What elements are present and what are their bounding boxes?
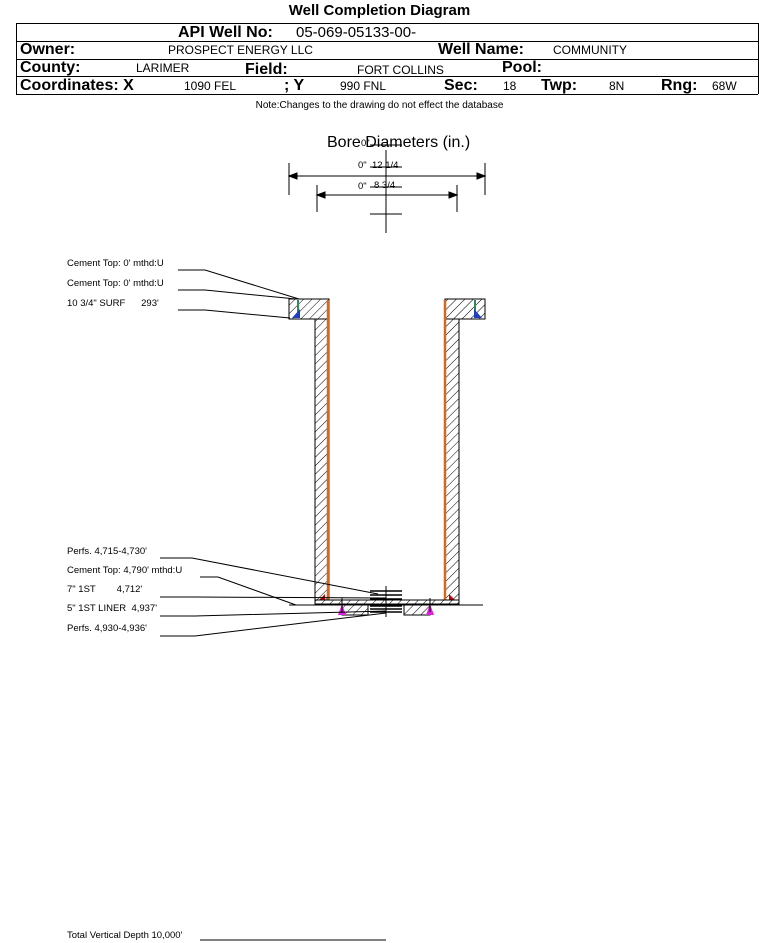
casing-strings: [292, 300, 482, 601]
diagram-title: Well Completion Diagram: [288, 2, 471, 19]
rng-label: Rng:: [661, 77, 698, 94]
leader-lines: [160, 269, 387, 941]
header-rule: [16, 23, 758, 24]
well-name-label: Well Name:: [438, 41, 524, 58]
coord-y-value: 990 FNL: [340, 79, 387, 93]
well-name-value: COMMUNITY: [553, 43, 627, 57]
database-note: Note:Changes to the drawing do not effec…: [255, 100, 504, 111]
annotation-label: 5" 1ST LINER 4,937': [67, 603, 158, 614]
api-value: 05-069-05133-00-: [296, 24, 417, 41]
county-value: LARIMER: [136, 61, 190, 75]
bore-dim-left-label: 0": [358, 181, 367, 192]
twp-value: 8N: [609, 79, 625, 93]
twp-label: Twp:: [541, 77, 578, 94]
annotation-label: Cement Top: 4,790' mthd:U: [67, 565, 183, 576]
annotation-label: Perfs. 4,715-4,730': [67, 546, 147, 557]
total-depth-label: Total Vertical Depth 10,000': [67, 930, 183, 941]
bore-dim-value: 8 3/4: [374, 180, 396, 191]
bore-dim-value: 12 1/4: [372, 160, 399, 171]
api-label: API Well No:: [178, 24, 273, 41]
header-rule: [16, 76, 758, 77]
owner-value: PROSPECT ENERGY LLC: [168, 43, 313, 57]
annotation-label: 10 3/4" SURF 293': [67, 298, 159, 309]
coord-x-value: 1090 FEL: [184, 79, 237, 93]
annotation-label: 7" 1ST 4,712': [67, 584, 143, 595]
bore-dim-left-label: 0": [358, 160, 367, 171]
pool-label: Pool:: [502, 59, 542, 76]
rng-value: 68W: [712, 79, 737, 93]
header-rule: [16, 59, 758, 60]
bore-dimension-lines: [287, 144, 487, 233]
sec-value: 18: [503, 79, 517, 93]
coord-x-label: Coordinates: X: [20, 77, 134, 94]
field-label: Field:: [245, 61, 288, 78]
bore-diameters-title: Bore Diameters (in.): [327, 134, 471, 151]
field-value: FORT COLLINS: [357, 63, 444, 77]
coord-y-label: ; Y: [284, 77, 305, 94]
header-rule: [16, 94, 758, 95]
header-border: [16, 23, 17, 94]
header-rule: [16, 41, 758, 42]
annotation-label: Cement Top: 0' mthd:U: [67, 258, 164, 269]
surface-cement: [288, 298, 486, 604]
owner-label: Owner:: [20, 41, 76, 58]
annotation-label: Cement Top: 0' mthd:U: [67, 278, 164, 289]
annotation-label: Perfs. 4,930-4,936': [67, 623, 147, 634]
county-label: County:: [20, 59, 81, 76]
bore-overlap-label: 0": [361, 138, 370, 149]
sec-label: Sec:: [444, 77, 478, 94]
